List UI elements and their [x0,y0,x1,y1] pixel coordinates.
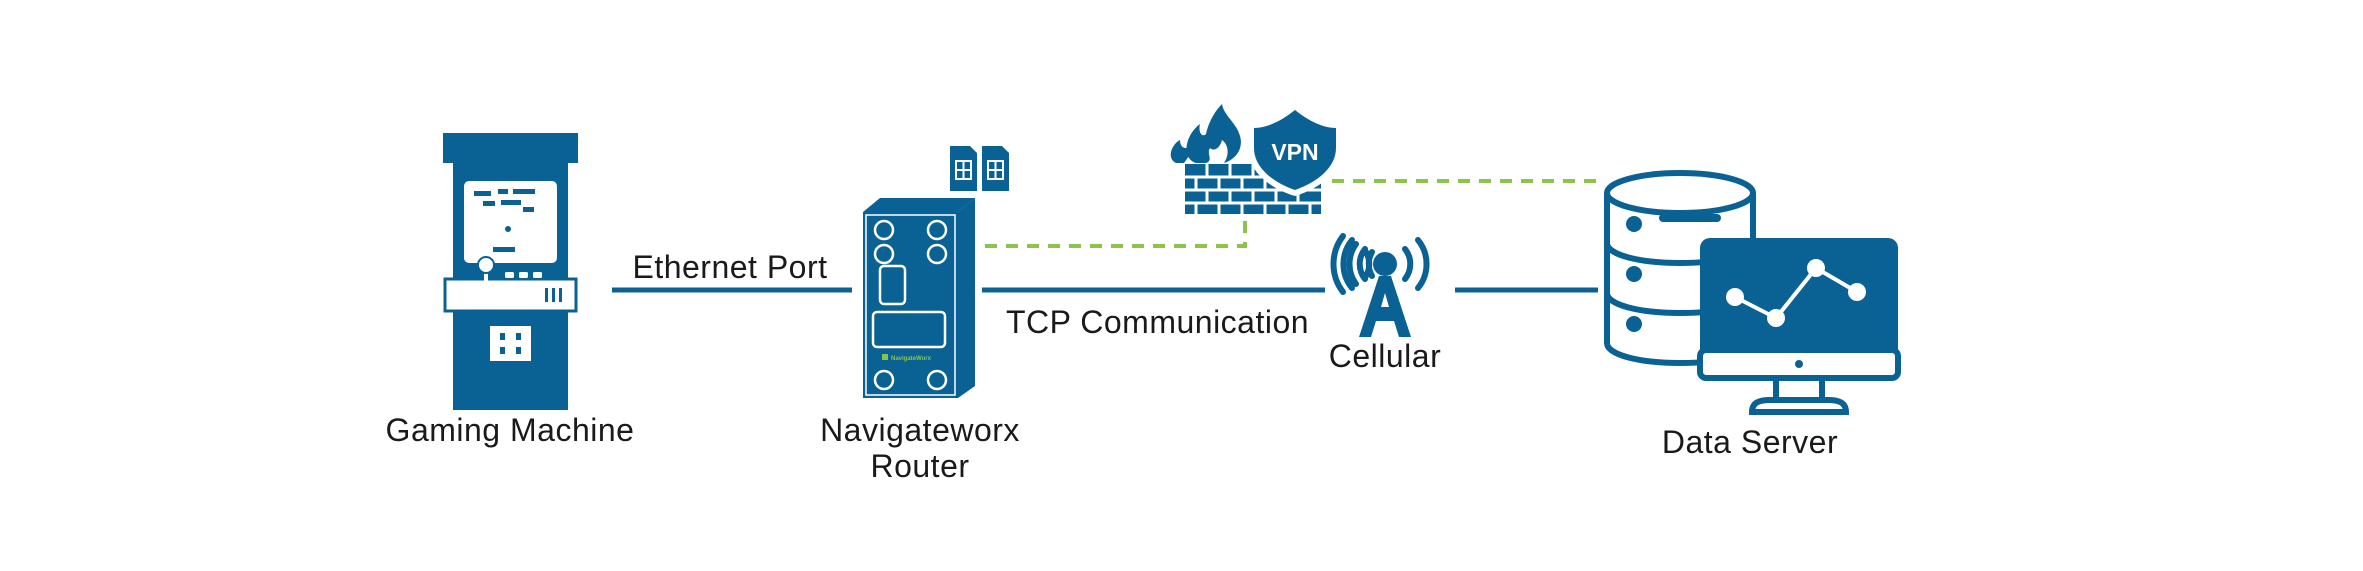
sim-card-icon [950,146,1009,191]
ethernet-port-label: Ethernet Port [632,249,828,285]
router-label-line1: Navigateworx [820,412,1020,448]
router-label-line2: Router [870,448,970,484]
gaming-machine-label: Gaming Machine [385,412,635,448]
cell-tower-icon [1330,233,1430,337]
arcade-cabinet-icon [443,133,578,410]
database-monitor-icon [1604,170,1901,415]
data-server-label: Data Server [1661,424,1839,460]
cellular-label: Cellular [1328,338,1442,374]
firewall-icon [1170,104,1321,214]
vpn-shield-icon: VPN [1248,104,1342,196]
router-logo-text: NavigateWorx [891,356,932,362]
vpn-badge-text: VPN [1271,139,1318,165]
industrial-router-icon: NavigateWorx [863,198,975,398]
vpn-tunnel [985,179,1598,248]
tcp-communication-label: TCP Communication [1005,304,1310,340]
router-firewall-dashed [985,212,1247,248]
